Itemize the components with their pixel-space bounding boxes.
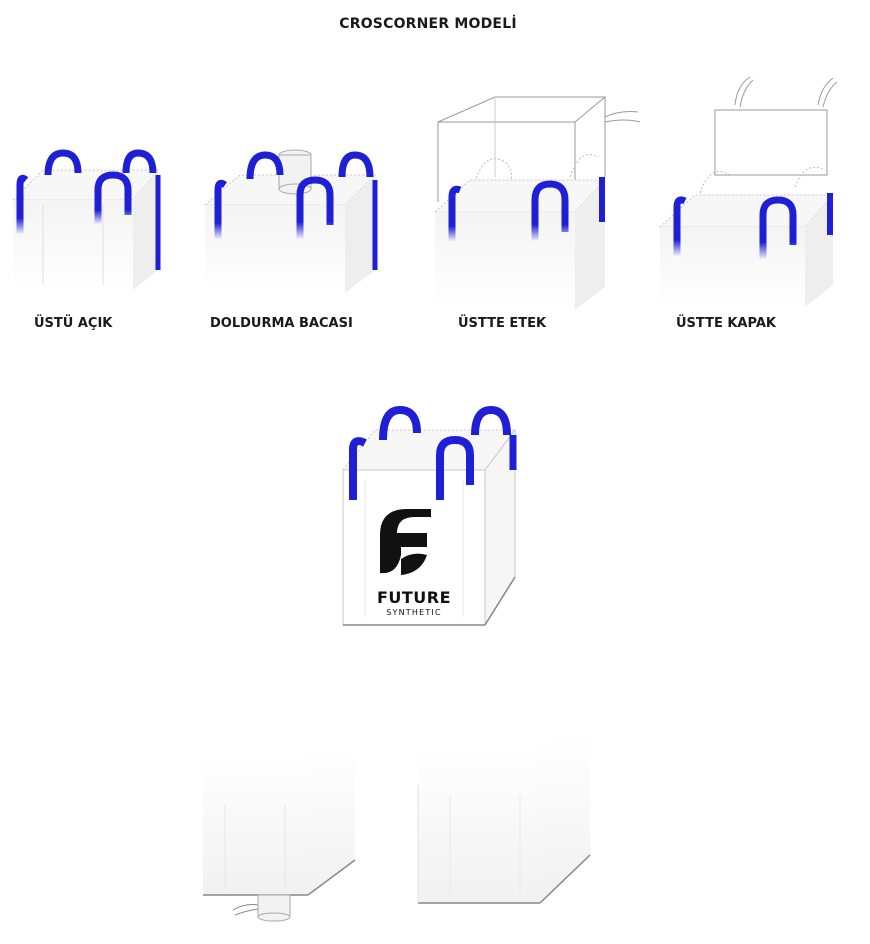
logo-wordmark: FUTURE <box>377 588 451 607</box>
bag-discharge-spout <box>195 745 365 925</box>
label-filling-spout: DOLDURMA BACASI <box>210 316 353 331</box>
diagram-title: CROSCORNER MODELİ <box>339 16 517 32</box>
bag-flat-bottom <box>410 725 600 910</box>
label-top-cover: ÜSTTE KAPAK <box>676 316 776 331</box>
bag-top-cover <box>655 75 845 310</box>
bag-top-skirt <box>430 92 645 312</box>
bag-filling-spout <box>200 145 380 295</box>
future-synthetic-logo-icon <box>380 509 431 575</box>
label-open-top: ÜSTÜ AÇIK <box>34 316 113 331</box>
bag-logo-center: FUTURE SYNTHETIC <box>335 405 525 630</box>
label-top-skirt: ÜSTTE ETEK <box>458 316 547 331</box>
bag-open-top <box>8 145 168 295</box>
logo-subtitle: SYNTHETIC <box>386 608 442 617</box>
